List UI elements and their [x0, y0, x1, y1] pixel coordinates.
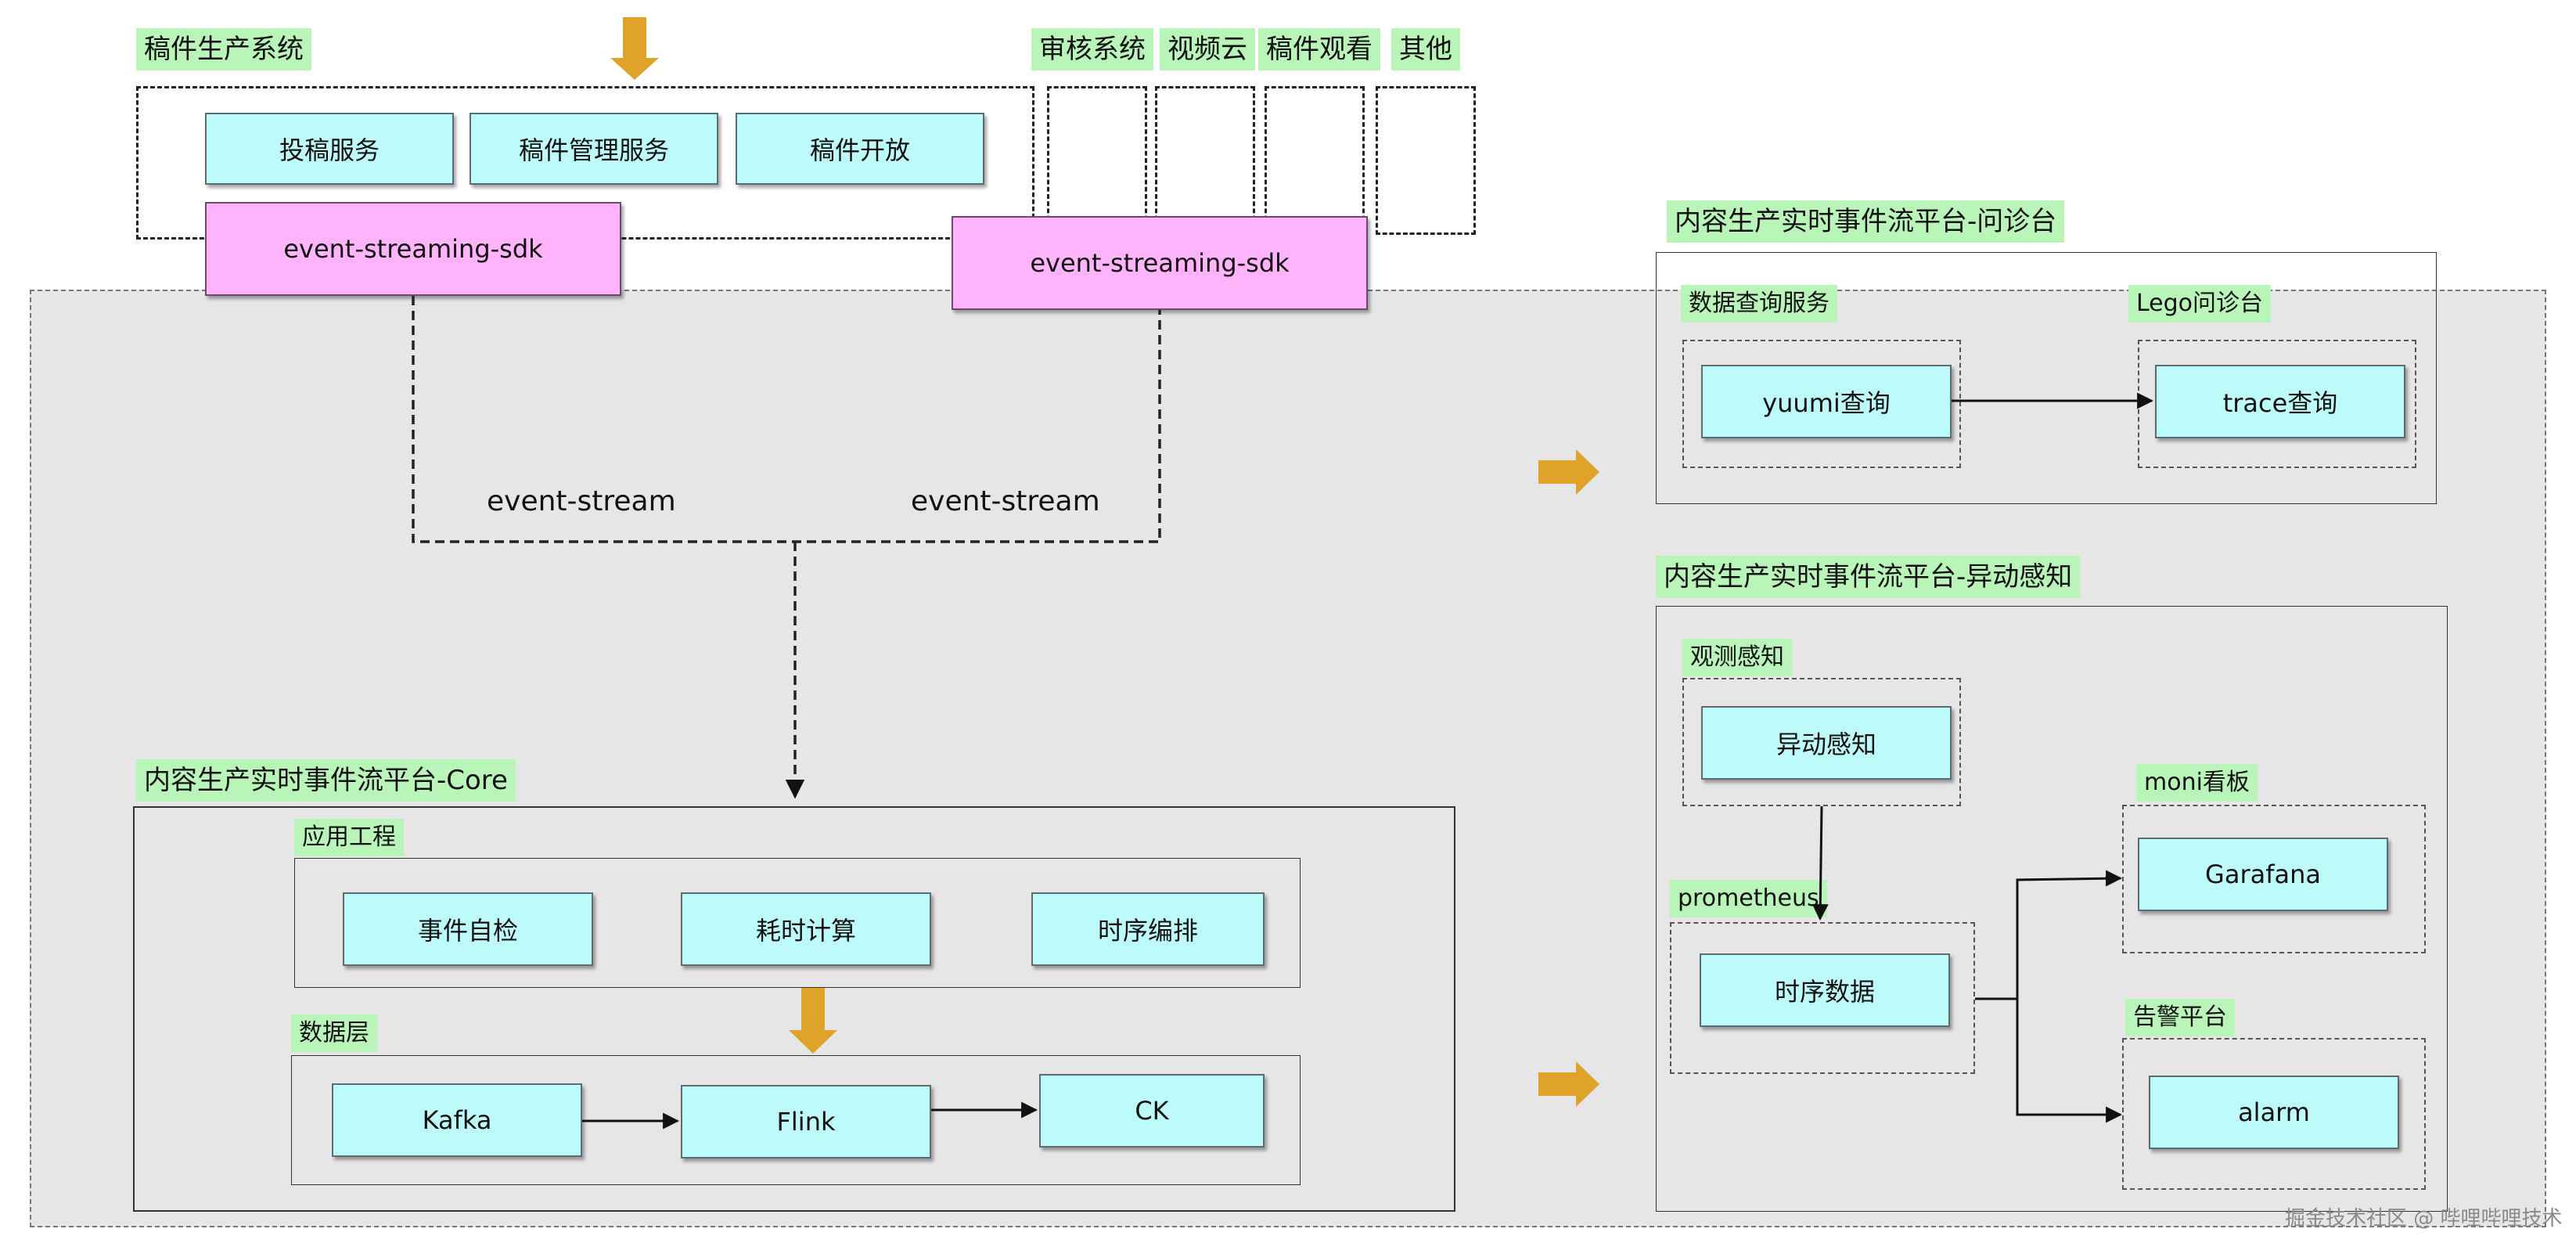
- yuumi-query-box: yuumi查询: [1701, 365, 1952, 438]
- prometheus-group: [1670, 922, 1975, 1074]
- watermark: 掘金技术社区 @ 哔哩哔哩技术: [2285, 1207, 2563, 1231]
- moni-group: [2122, 805, 2426, 953]
- alarm-group-title: 告警平台: [2125, 999, 2235, 1036]
- split-arrowheads: [2105, 870, 2123, 1123]
- moni-group-title: moni看板: [2136, 764, 2258, 802]
- kafka-box: Kafka: [332, 1083, 582, 1157]
- event-streaming-sdk-right: event-streaming-sdk: [952, 216, 1368, 310]
- event-selfcheck-box: 事件自检: [343, 892, 593, 966]
- event-stream-label-right: event-stream: [911, 485, 1100, 517]
- core-platform-container: [133, 806, 1455, 1212]
- other-system-title: 其他: [1391, 28, 1460, 70]
- manuscript-open-service-box: 稿件开放: [736, 113, 984, 185]
- observe-group-title: 观测感知: [1682, 639, 1792, 676]
- latency-calc-box: 耗时计算: [681, 892, 931, 966]
- review-system-title: 审核系统: [1031, 28, 1153, 70]
- anomaly-platform-container: [1656, 606, 2448, 1212]
- event-stream-line-left: [412, 296, 1161, 543]
- producer-system-title: 稿件生产系统: [136, 28, 311, 70]
- orange-arrow-down-top: [610, 17, 659, 80]
- alarm-group: [2122, 1038, 2426, 1190]
- core-platform-title: 内容生产实时事件流平台-Core: [136, 759, 516, 802]
- anomaly-detect-box: 异动感知: [1701, 706, 1952, 780]
- submission-service-box: 投稿服务: [205, 113, 454, 185]
- ck-box: CK: [1039, 1074, 1265, 1148]
- platform-background: [30, 290, 2546, 1227]
- event-stream-label-left: event-stream: [487, 485, 676, 517]
- timeseries-data-box: 时序数据: [1700, 953, 1950, 1027]
- anomaly-platform-title: 内容生产实时事件流平台-异动感知: [1656, 556, 2081, 598]
- event-streaming-sdk-left: event-streaming-sdk: [205, 202, 621, 296]
- orange-arrow-down-core: [789, 988, 837, 1054]
- flink-box: Flink: [681, 1085, 931, 1159]
- flow-arrows: [582, 392, 2154, 1130]
- trace-query-box: trace查询: [2155, 365, 2405, 438]
- video-cloud-title: 视频云: [1160, 28, 1255, 70]
- observe-group: [1682, 678, 1961, 806]
- orange-arrows: [610, 17, 1599, 1107]
- sequence-orchestration-box: 时序编排: [1031, 892, 1265, 966]
- diagnosis-platform-container: [1656, 252, 2437, 504]
- diagnosis-platform-title: 内容生产实时事件流平台-问诊台: [1667, 200, 2065, 243]
- app-layer-title: 应用工程: [294, 819, 404, 856]
- data-query-group: [1682, 340, 1961, 468]
- app-layer-container: [294, 858, 1301, 988]
- viewing-system-title: 稿件观看: [1258, 28, 1380, 70]
- arrow-detect-prometheus: [1811, 805, 1829, 921]
- prometheus-group-title: prometheus: [1670, 880, 1827, 917]
- alarm-box: alarm: [2149, 1076, 2399, 1149]
- data-layer-container: [291, 1055, 1301, 1185]
- arrow-to-alarm: [2016, 999, 2119, 1116]
- other-system-container: [1376, 86, 1476, 235]
- garafana-box: Garafana: [2138, 838, 2388, 911]
- data-layer-title: 数据层: [291, 1014, 377, 1052]
- event-stream-dashed-lines: [412, 296, 1161, 799]
- data-query-group-title: 数据查询服务: [1681, 285, 1837, 323]
- lego-group-title: Lego问诊台: [2128, 285, 2272, 323]
- arrow-timeseries-split: [1975, 877, 2120, 1000]
- manuscript-management-service-box: 稿件管理服务: [470, 113, 718, 185]
- orange-arrow-right-anomaly: [1538, 1061, 1599, 1107]
- orange-arrow-right-diagnosis: [1538, 449, 1599, 495]
